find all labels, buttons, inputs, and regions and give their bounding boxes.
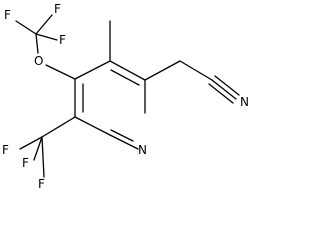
bond-cf3-f5 [41, 136, 45, 178]
bond-cf3top-f3 [35, 33, 58, 41]
bond-c5-cf3 [41, 116, 76, 138]
bonds [15, 14, 240, 178]
bond-c2-ch2 [144, 60, 181, 81]
bond-nitrile-triple-3 [208, 83, 234, 104]
atom-label-f2: F [54, 2, 61, 16]
bond-n-c6 [109, 134, 139, 150]
bond-cf3-f4 [19, 136, 43, 150]
bond-c4-c3 [74, 60, 111, 80]
atom-label-n-ring: N [138, 143, 147, 157]
bond-cf3-f6 [33, 136, 43, 161]
atom-label-o: O [34, 54, 43, 68]
chemical-structure-diagram: F F F O N N F F F [2, 2, 249, 191]
bond-cf3top-f1 [15, 20, 37, 35]
atom-label-f6: F [38, 177, 45, 191]
bond-o-c4 [45, 64, 76, 80]
atom-label-f3: F [59, 33, 66, 47]
bond-cf3top-o [35, 33, 39, 54]
atom-label-f5: F [22, 156, 29, 170]
bond-c6-c5 [74, 116, 111, 136]
bond-nitrile-triple-1 [211, 79, 237, 100]
bond-cf3top-f2 [35, 14, 53, 35]
atom-label-f4: F [2, 143, 9, 157]
bond-n-c6-inner [110, 129, 134, 142]
bond-nitrile-triple-2 [214, 75, 240, 96]
atom-labels: F F F O N N F F F [2, 2, 249, 191]
atom-label-n-nitrile: N [240, 95, 249, 109]
structure-canvas: F F F O N N F F F [2, 2, 249, 191]
bond-ch2-cn [179, 60, 213, 81]
bond-c3-c2-inner [110, 69, 140, 86]
bond-c3-c2 [109, 60, 146, 81]
atom-label-f1: F [4, 8, 11, 22]
